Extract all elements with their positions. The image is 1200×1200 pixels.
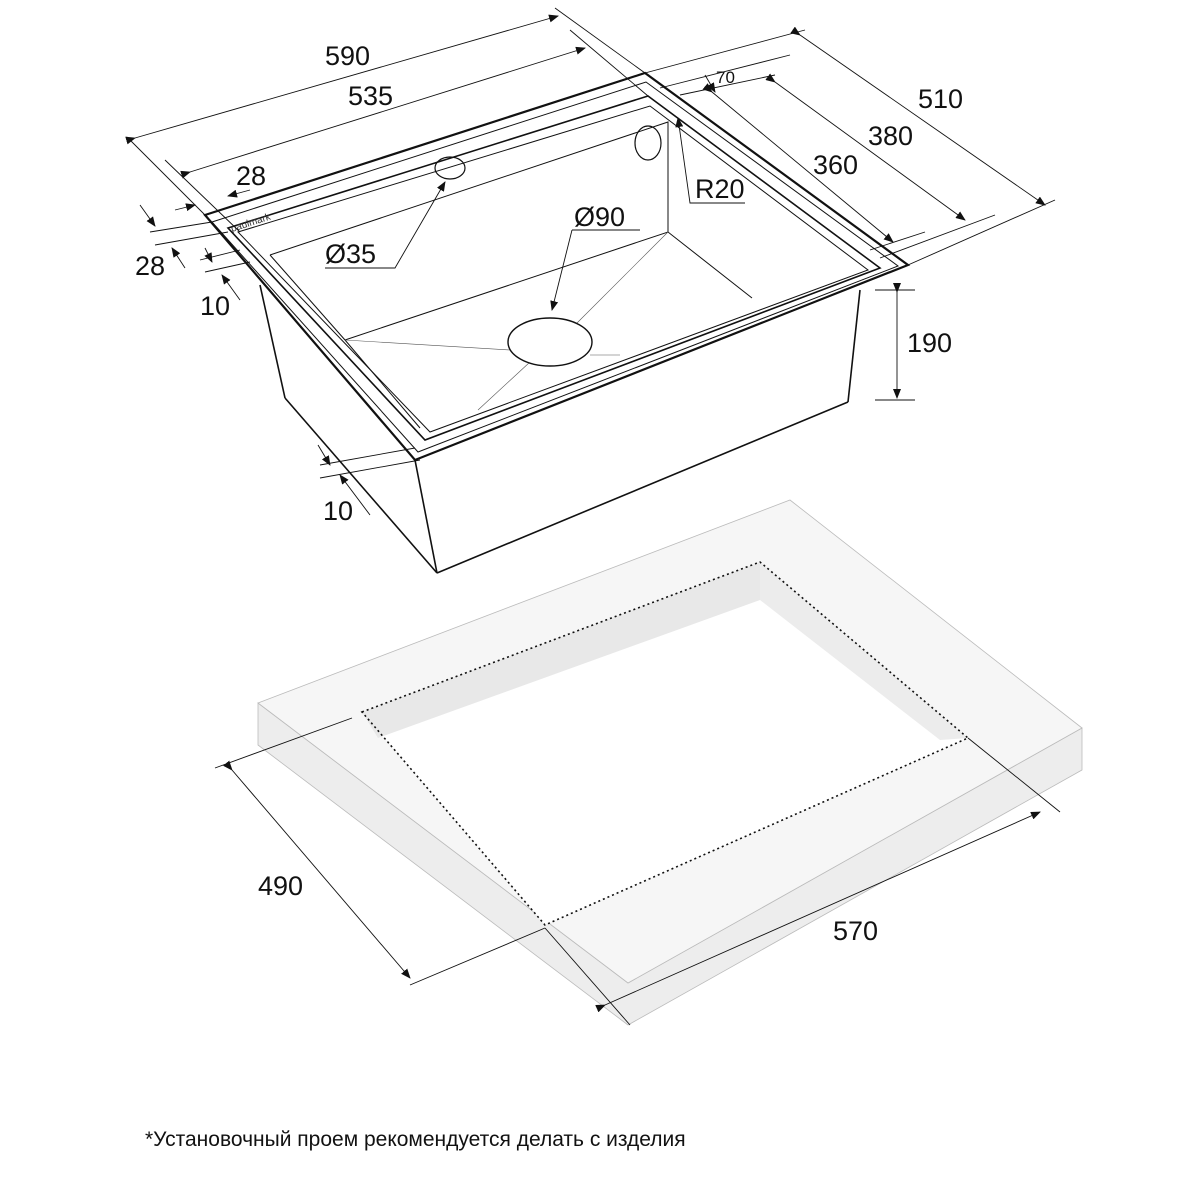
label-bowl-height: 190 bbox=[907, 328, 952, 358]
cutout-dimension-lines bbox=[214, 717, 1061, 1026]
label-overall-width: 590 bbox=[325, 41, 370, 71]
label-drain: Ø90 bbox=[574, 202, 625, 232]
label-rim-left: 28 bbox=[236, 161, 266, 191]
label-cutout-width: 570 bbox=[833, 916, 878, 946]
label-edge-front: 10 bbox=[323, 496, 353, 526]
label-overall-depth: 510 bbox=[918, 84, 963, 114]
label-tap-hole: Ø35 bbox=[325, 239, 376, 269]
label-rim-front: 28 bbox=[135, 251, 165, 281]
sink-dimension-lines bbox=[125, 7, 1056, 516]
label-bowl-width: 535 bbox=[348, 81, 393, 111]
label-edge-left: 10 bbox=[200, 291, 230, 321]
label-bowl-depth-inner: 360 bbox=[813, 150, 858, 180]
label-radius: R20 bbox=[695, 174, 745, 204]
label-cutout-depth: 490 bbox=[258, 871, 303, 901]
label-back-ledge: 70 bbox=[716, 68, 735, 87]
countertop bbox=[257, 499, 1083, 1026]
drain-hole bbox=[507, 317, 593, 367]
overflow-hole bbox=[634, 125, 662, 161]
sink-body bbox=[203, 71, 911, 574]
label-bowl-depth-outer: 380 bbox=[868, 121, 913, 151]
footnote: *Установочный проем рекомендуется делать… bbox=[145, 1128, 686, 1151]
